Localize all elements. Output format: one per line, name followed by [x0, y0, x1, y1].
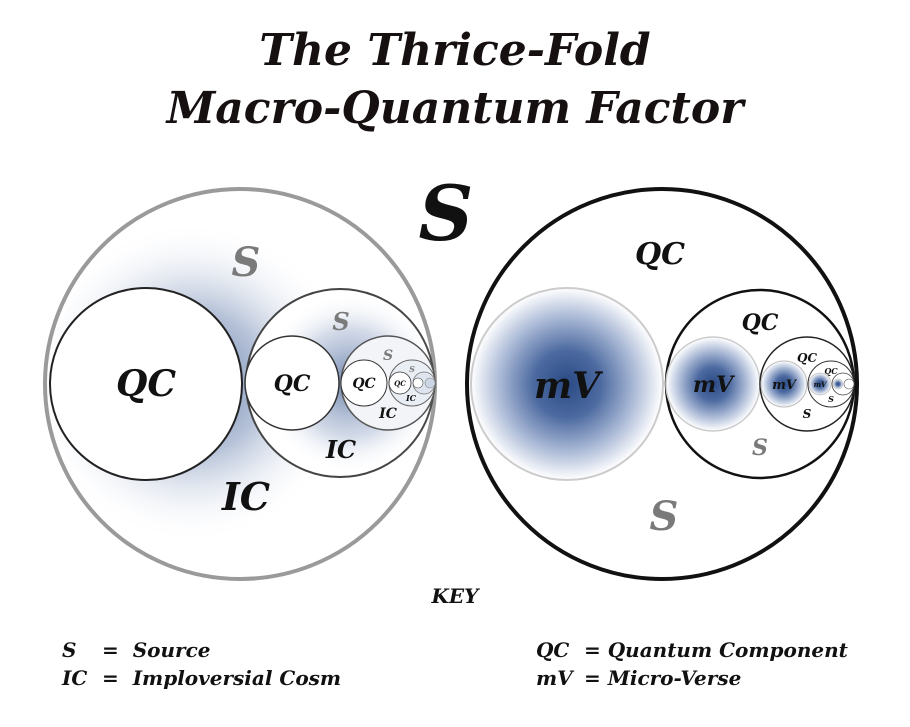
left-diagram: S IC QC S IC QC S IC QC S IC QC: [32, 187, 440, 581]
key-symbol: IC: [62, 666, 88, 690]
right-nest1-circle-label: mV: [693, 372, 735, 398]
left-nest1-label-bottom: IC: [325, 435, 356, 464]
key-equals: =: [584, 666, 601, 690]
diagram-title: The Thrice-Fold Macro-Quantum Factor: [0, 22, 910, 138]
key-item-quantum-component: QC = Quantum Component: [536, 638, 848, 662]
left-nest1-circle-label: QC: [274, 371, 311, 397]
right-nest1-label-bottom: S: [752, 435, 768, 461]
right-diagram: QC S mV QC S mV QC S mV QC S mV: [465, 187, 859, 581]
left-outer-label-top: S: [232, 239, 261, 286]
right-nest2-label-bottom: S: [803, 407, 812, 421]
title-line-2: Macro-Quantum Factor: [166, 83, 744, 134]
key-item-source: S = Source: [62, 638, 210, 662]
left-nest1-inner-circle: [244, 335, 340, 431]
key-symbol: S: [62, 638, 77, 662]
left-nest2-label-bottom: IC: [378, 406, 397, 422]
key-item-micro-verse: mV = Micro-Verse: [536, 666, 741, 690]
right-nest1-label-top: QC: [742, 310, 779, 336]
key-equals: =: [584, 638, 601, 662]
left-nest2-inner-circle: [340, 359, 388, 407]
title-line-1: The Thrice-Fold: [259, 25, 651, 76]
left-nest2-label-top: S: [383, 348, 393, 364]
left-nest1-label-top: S: [332, 307, 349, 336]
right-nest3-circle-label: mV: [814, 380, 828, 389]
right-nest3-inner-circle: [808, 372, 832, 396]
left-nest2-circle-label: QC: [352, 376, 375, 392]
key-meaning: Imploversial Cosm: [132, 666, 342, 690]
right-big-circle: [470, 287, 664, 481]
key-equals: =: [102, 638, 119, 662]
right-nest2-label-top: QC: [797, 351, 817, 365]
left-nest3-label-top: S: [409, 364, 415, 374]
key-item-imploversial-cosm: IC = Imploversial Cosm: [62, 666, 341, 690]
right-nest3-label-top: QC: [824, 366, 838, 376]
left-nest4-inner-circle: [412, 377, 424, 389]
right-nest4-inner-circle: [832, 378, 844, 390]
key-equals: =: [102, 666, 119, 690]
right-big-circle-label: mV: [534, 365, 603, 407]
left-nest3-inner-circle: [388, 371, 412, 395]
left-nest5-circle: [424, 377, 436, 389]
key-symbol: mV: [536, 666, 573, 690]
key-meaning: Source: [132, 638, 211, 662]
right-outer-label-top: QC: [635, 237, 685, 272]
right-outer-label-bottom: S: [650, 493, 679, 540]
left-nest3-circle-label: QC: [394, 379, 406, 388]
left-big-circle-label: QC: [116, 363, 176, 405]
right-nest2-circle-label: mV: [772, 378, 798, 393]
key-meaning: Quantum Component: [607, 638, 848, 662]
key-symbol: QC: [536, 638, 570, 662]
right-nest3-label-bottom: S: [828, 394, 834, 404]
left-big-circle: [49, 287, 243, 481]
left-nest3-label-bottom: IC: [405, 393, 417, 403]
key-heading: KEY: [431, 584, 479, 608]
right-nest2-inner-circle: [760, 360, 808, 408]
key-meaning: Micro-Verse: [607, 666, 742, 690]
left-outer-label-bottom: IC: [221, 474, 270, 519]
center-source-label: S: [419, 169, 474, 258]
right-nest5-circle: [843, 378, 855, 390]
